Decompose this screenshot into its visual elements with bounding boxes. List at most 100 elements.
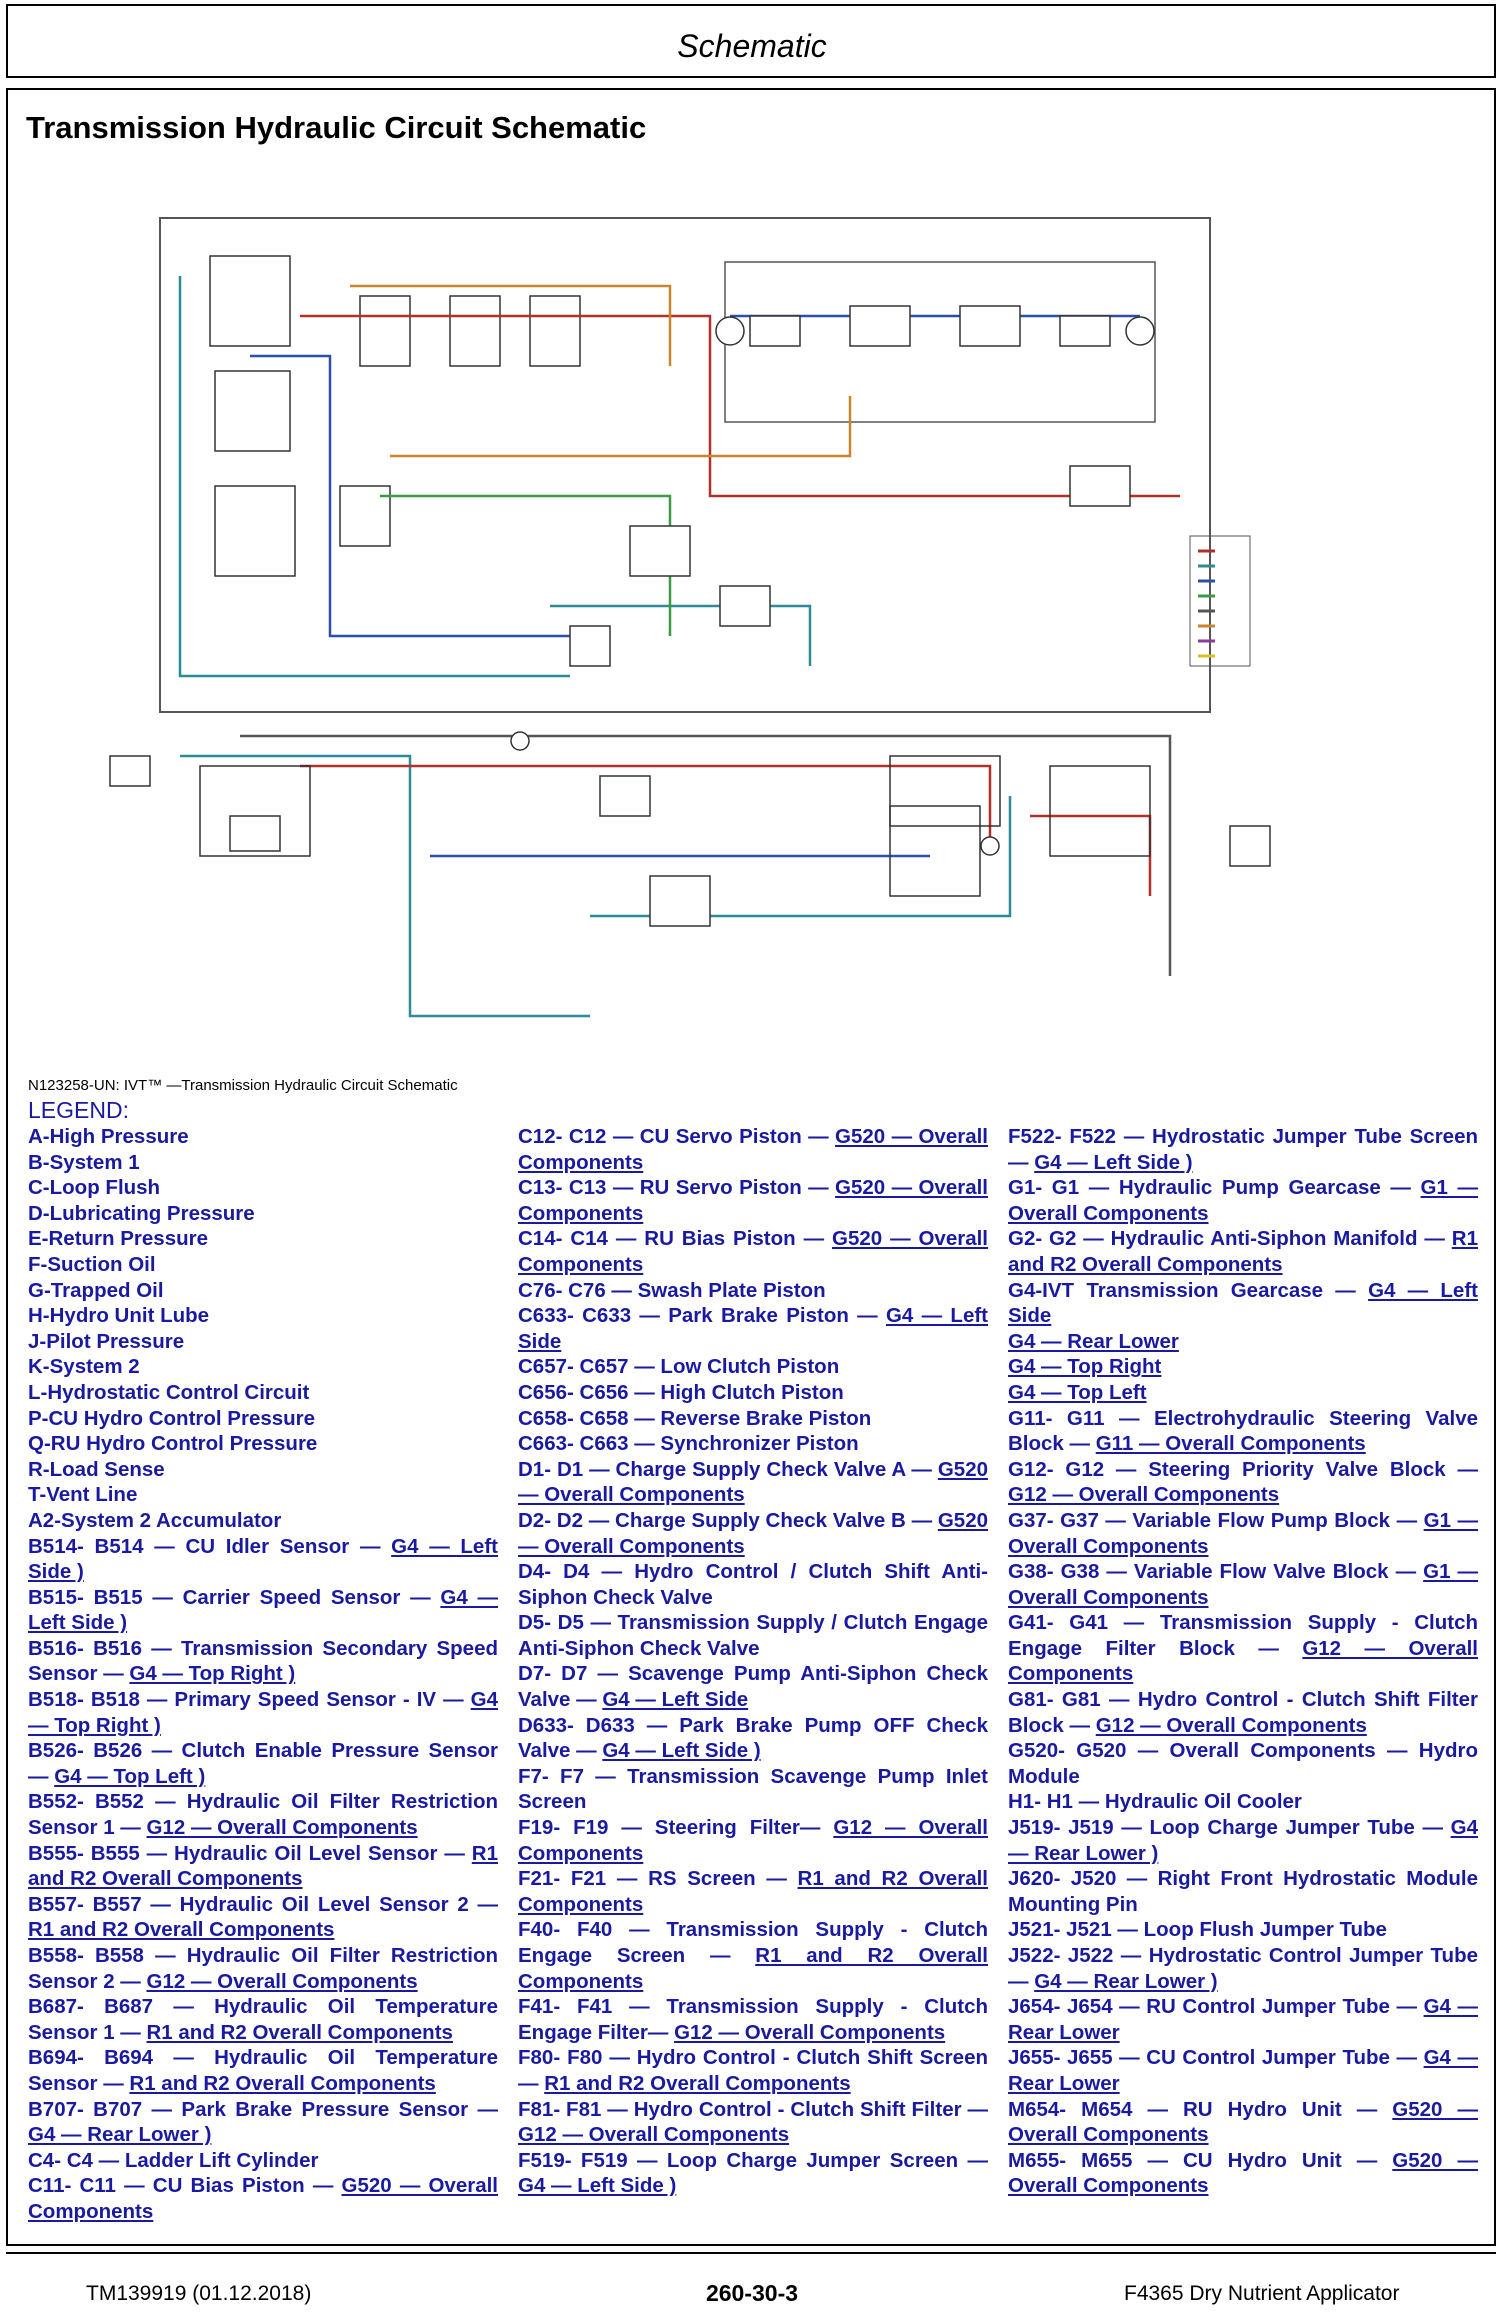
legend-item-link[interactable]: G4 — Top Left ) — [54, 1764, 206, 1788]
legend-item-text: F80- F80 — Hydro Control - Clutch Shift … — [518, 2046, 988, 2095]
legend-item-link[interactable]: G4 — Top Left — [1008, 1380, 1147, 1404]
legend-item: B515- B515 — Carrier Speed Sensor — G4 —… — [28, 1585, 498, 1636]
legend-item: C12- C12 — CU Servo Piston — G520 — Over… — [518, 1124, 988, 1175]
legend-item-text: A-High Pressure — [28, 1125, 189, 1148]
legend-item: C658- C658 — Reverse Brake Piston — [518, 1406, 988, 1432]
legend-item-link[interactable]: G520 — Overall Components — [1008, 2148, 1478, 2198]
legend-item-link[interactable]: G12 — Overall Components — [146, 1816, 418, 1840]
legend-item-link[interactable]: G520 — Overall Components — [28, 2174, 498, 2223]
legend-item-link[interactable]: G12 — Overall Components — [674, 2020, 946, 2044]
legend-item-text: G-Trapped Oil — [28, 1278, 164, 1302]
legend-item: G41- G41 — Transmission Supply - Clutch … — [1008, 1610, 1478, 1687]
legend-item-link[interactable]: G12 — Overall Components — [1095, 1713, 1367, 1737]
legend-item: C11- C11 — CU Bias Piston — G520 — Overa… — [28, 2173, 498, 2224]
legend-item-text: B558- B558 — Hydraulic Oil Filter Restri… — [28, 1944, 498, 1993]
legend-item-text: B694- B694 — Hydraulic Oil Temperature S… — [28, 2046, 498, 2095]
legend-item-link[interactable]: G520 — Overall Components — [518, 1176, 989, 1225]
legend-item-link[interactable]: G4 — Rear Lower ) — [1034, 1969, 1218, 1993]
legend-item-link[interactable]: G1 — Overall Components — [1008, 1560, 1478, 1609]
legend-item: B555- B555 — Hydraulic Oil Level Sensor … — [28, 1841, 498, 1892]
legend-item-link[interactable]: G12 — Overall Components — [1008, 1636, 1478, 1686]
legend-item: F19- F19 — Steering Filter— G12 — Overal… — [518, 1815, 988, 1866]
legend-item-link[interactable]: R1 and R2 Overall Components — [28, 1918, 335, 1942]
legend-item: C14- C14 — RU Bias Piston — G520 — Overa… — [518, 1226, 988, 1277]
legend-item-link[interactable]: G4 — Rear Lower — [1008, 1995, 1478, 2044]
lower-components — [109, 731, 1271, 927]
legend-item-text: M655- M655 — CU Hydro Unit — — [1008, 2148, 1393, 2172]
header-box — [6, 4, 1496, 78]
legend-item-text: A2-System 2 Accumulator — [28, 1508, 282, 1532]
legend-item-link[interactable]: G12 — Overall Components — [518, 1816, 988, 1865]
legend-item-link[interactable]: R1 and R2 Overall Components — [129, 2071, 436, 2095]
legend-item: C-Loop Flush — [28, 1175, 498, 1201]
legend-item-link[interactable]: R1 and R2 Overall Components — [146, 2020, 453, 2044]
legend-item: B514- B514 — CU Idler Sensor — G4 — Left… — [28, 1534, 498, 1585]
legend-item-link[interactable]: G4 — Left Side ) — [28, 1534, 498, 1584]
legend-item-link[interactable]: G4 — Left Side — [1008, 1278, 1478, 1328]
legend-item-link[interactable]: G520 — Overall Components — [1008, 2097, 1478, 2147]
legend-item-link[interactable]: G4 — Rear Lower — [1008, 2046, 1478, 2095]
legend-item-link[interactable]: G12 — Overall Components — [1008, 1483, 1280, 1507]
legend-item-text: F41- F41 — Transmission Supply - Clutch … — [518, 1995, 988, 2044]
content-box — [6, 88, 1496, 2246]
section-title: Schematic — [677, 28, 827, 64]
legend-item: B558- B558 — Hydraulic Oil Filter Restri… — [28, 1943, 498, 1994]
legend-item: B694- B694 — Hydraulic Oil Temperature S… — [28, 2045, 498, 2096]
legend-item-text: K-System 2 — [28, 1355, 140, 1379]
lower-pressure-line — [300, 764, 992, 846]
legend-item-link[interactable]: G4 — Rear Lower ) — [28, 2123, 212, 2147]
legend-item-text: T-Vent Line — [28, 1483, 138, 1507]
legend-item-link[interactable]: G4 — Left Side — [602, 1688, 749, 1712]
legend-item-link[interactable]: R1 and R2 Overall Components — [518, 1944, 988, 1993]
legend-item-link[interactable]: R1 and R2 Overall Components — [1008, 1227, 1478, 1276]
legend-item-link[interactable]: G4 — Top Right ) — [129, 1662, 296, 1686]
legend-item: C663- C663 — Synchronizer Piston — [518, 1431, 988, 1457]
legend-item-link[interactable]: G1 — Overall Components — [1008, 1508, 1478, 1558]
legend-item-link[interactable]: G4 — Top Right ) — [28, 1688, 498, 1737]
legend-item-text: G12- G12 — Steering Priority Valve Block… — [1008, 1457, 1478, 1481]
legend-item: F80- F80 — Hydro Control - Clutch Shift … — [518, 2045, 988, 2096]
legend-item: D2- D2 — Charge Supply Check Valve B — G… — [518, 1508, 988, 1559]
legend-item-text: B514- B514 — CU Idler Sensor — — [28, 1534, 392, 1558]
legend-item-text: Q-RU Hydro Control Pressure — [28, 1432, 318, 1456]
legend-item-link[interactable]: G11 — Overall Components — [1095, 1432, 1366, 1456]
legend-item-text: G41- G41 — Transmission Supply - Clutch … — [1008, 1611, 1478, 1660]
legend-item-link[interactable]: G4 — Left Side — [518, 1304, 988, 1353]
legend-item: F81- F81 — Hydro Control - Clutch Shift … — [518, 2097, 988, 2148]
legend-item-link[interactable]: G12 — Overall Components — [146, 1969, 418, 1993]
pilot-line — [350, 284, 672, 366]
legend-item: B557- B557 — Hydraulic Oil Level Sensor … — [28, 1892, 498, 1943]
legend-item-link[interactable]: G520 — Overall Components — [518, 1508, 988, 1558]
legend-item: C4- C4 — Ladder Lift Cylinder — [28, 2148, 498, 2174]
legend-item: G4-IVT Transmission Gearcase — G4 — Left… — [1008, 1278, 1478, 1329]
legend-item-link[interactable]: G520 — Overall Components — [518, 1457, 988, 1507]
legend-item-link[interactable]: G4 — Left Side ) — [1034, 1150, 1193, 1174]
legend-item-link[interactable]: G12 — Overall Components — [518, 2123, 790, 2147]
legend-item-text: G37- G37 — Variable Flow Pump Block — — [1008, 1508, 1424, 1532]
legend-item-text: J654- J654 — RU Control Jumper Tube — — [1008, 1995, 1424, 2019]
legend-item-link[interactable]: G4 — Left Side ) — [602, 1739, 761, 1763]
legend-item-text: D1- D1 — Charge Supply Check Valve A — — [518, 1457, 938, 1481]
legend-item-link[interactable]: G4 — Left Side ) — [518, 2174, 677, 2198]
page-title: Transmission Hydraulic Circuit Schematic — [26, 110, 647, 145]
legend-item-link[interactable]: G1 — Overall Components — [1008, 1176, 1478, 1225]
legend-item: P-CU Hydro Control Pressure — [28, 1406, 498, 1432]
legend-item: G4 — Top Left — [1008, 1380, 1478, 1406]
legend-item-text: F7- F7 — Transmission Scavenge Pump Inle… — [518, 1764, 988, 1814]
legend-item-link[interactable]: R1 and R2 Overall Components — [544, 2071, 851, 2095]
legend-item-link[interactable]: G520 — Overall Components — [518, 1227, 988, 1276]
legend-item-text: G1- G1 — Hydraulic Pump Gearcase — — [1008, 1176, 1421, 1200]
legend-item-text: J-Pilot Pressure — [28, 1329, 185, 1353]
legend-item-text: G520- G520 — Overall Components — Hydro … — [1008, 1739, 1478, 1788]
legend-item-link[interactable]: G4 — Rear Lower — [1008, 1329, 1179, 1353]
footer-doc-id: TM139919 (01.12.2018) — [86, 2282, 312, 2305]
legend-item: F7- F7 — Transmission Scavenge Pump Inle… — [518, 1764, 988, 1815]
legend-item-link[interactable]: G4 — Rear Lower ) — [1008, 1816, 1478, 1865]
legend-item-link[interactable]: R1 and R2 Overall Components — [28, 1841, 498, 1891]
legend-item-link[interactable]: R1 and R2 Overall Components — [518, 1867, 988, 1916]
legend-item-link[interactable]: G4 — Left Side ) — [28, 1585, 498, 1635]
legend-item-link[interactable]: G520 — Overall Components — [518, 1125, 989, 1174]
legend-item: J654- J654 — RU Control Jumper Tube — G4… — [1008, 1994, 1478, 2045]
lower-system-line — [180, 754, 590, 1018]
legend-item-link[interactable]: G4 — Top Right — [1008, 1355, 1162, 1379]
